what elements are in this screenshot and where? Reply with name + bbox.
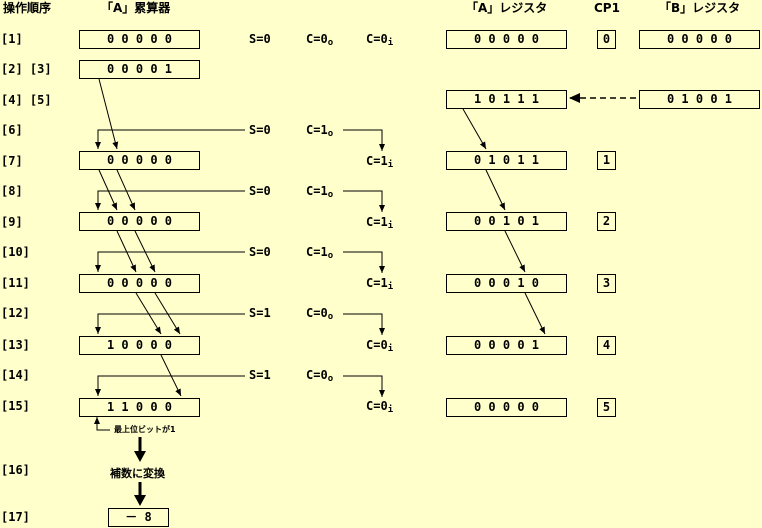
cp1-counter: 1 xyxy=(597,151,616,170)
a-register-value: 1 0 1 1 1 xyxy=(446,90,567,109)
subscript: o xyxy=(327,374,334,384)
cp1-counter: 0 xyxy=(597,30,616,49)
arrow-s-to-msb xyxy=(95,313,245,334)
arrow-s-to-msb xyxy=(95,190,245,210)
header-cp1: CP1 xyxy=(594,1,620,15)
subscript: i xyxy=(387,344,394,354)
carry-out-label: C=1o xyxy=(306,123,334,139)
row-label: [6] xyxy=(1,123,23,137)
row-label: [11] xyxy=(1,276,30,290)
accumulator-value: 1 1 0 0 0 xyxy=(79,398,200,417)
arrow-acc-shift xyxy=(116,169,136,211)
carry-in-label: C=0i xyxy=(366,399,394,415)
sum-bit-label: S=0 xyxy=(249,32,271,46)
carry-out-label: C=1o xyxy=(306,245,334,261)
row-label: [7] xyxy=(1,154,23,168)
accumulator-value: 0 0 0 0 1 xyxy=(79,60,200,79)
a-register-value: 0 0 0 0 0 xyxy=(446,30,567,49)
arrow-areg-shift xyxy=(462,108,487,150)
row-label: [16] xyxy=(1,463,30,477)
sum-bit-label: S=0 xyxy=(249,245,271,259)
row-label: [14] xyxy=(1,368,30,382)
subscript: o xyxy=(327,38,334,48)
arrow-s-to-msb xyxy=(95,375,245,396)
carry-out-label: C=0o xyxy=(306,368,334,384)
subscript: o xyxy=(327,251,334,261)
big-down-arrow-head xyxy=(134,451,146,462)
row-label: [2] [3] xyxy=(1,62,52,76)
subscript: o xyxy=(327,129,334,139)
arrow-carry xyxy=(343,129,385,151)
header-a-accumulator: 「A」累算器 xyxy=(101,1,171,15)
msb-note: 最上位ビットが1 xyxy=(114,425,176,434)
arrow-areg-shift xyxy=(485,169,506,211)
carry-out-label: C=1o xyxy=(306,184,334,200)
big-down-arrow-head xyxy=(134,495,146,506)
row-label: [12] xyxy=(1,306,30,320)
arrow-msb-note xyxy=(94,417,110,431)
subscript: i xyxy=(387,38,394,48)
sum-bit-label: S=0 xyxy=(249,184,271,198)
arrow-s-to-msb xyxy=(95,251,245,272)
accumulator-value: 0 0 0 0 0 xyxy=(79,30,200,49)
sum-bit-label: S=1 xyxy=(249,306,271,320)
row-label: [1] xyxy=(1,32,23,46)
subscript: i xyxy=(387,282,394,292)
row-label: [4] [5] xyxy=(1,93,52,107)
arrow-acc-shift xyxy=(98,169,118,211)
a-register-value: 0 0 0 0 1 xyxy=(446,336,567,355)
carry-in-label: C=1i xyxy=(366,154,394,170)
accumulator-value: 0 0 0 0 0 xyxy=(79,274,200,293)
a-register-value: 0 0 1 0 1 xyxy=(446,212,567,231)
subscript: i xyxy=(387,160,394,170)
a-register-value: 0 0 0 0 0 xyxy=(446,398,567,417)
row-label: [10] xyxy=(1,245,30,259)
carry-in-label: C=0i xyxy=(366,32,394,48)
header-a-register: 「A」レジスタ xyxy=(466,1,548,15)
arrow-carry xyxy=(343,190,385,212)
a-register-value: 0 1 0 1 1 xyxy=(446,151,567,170)
carry-in-label: C=1i xyxy=(366,276,394,292)
b-register-value: 0 1 0 0 1 xyxy=(639,90,760,109)
row-label: [13] xyxy=(1,338,30,352)
a-register-value: 0 0 0 1 0 xyxy=(446,274,567,293)
header-b-register: 「B」レジスタ xyxy=(659,1,741,15)
row-label: [9] xyxy=(1,215,23,229)
carry-in-label: C=1i xyxy=(366,215,394,231)
arrow-carry xyxy=(343,251,385,273)
arrow-s-to-msb xyxy=(95,129,245,149)
subscript: o xyxy=(327,312,334,322)
cp1-counter: 2 xyxy=(597,212,616,231)
accumulator-value: 0 0 0 0 0 xyxy=(79,151,200,170)
result-value: － 8 xyxy=(108,508,169,527)
subscript: i xyxy=(387,405,394,415)
subscript: o xyxy=(327,190,334,200)
arrow-areg-shift xyxy=(504,230,526,273)
carry-out-label: C=0o xyxy=(306,306,334,322)
arrow-carry xyxy=(343,375,385,397)
carry-in-label: C=0i xyxy=(366,338,394,354)
row-label: [8] xyxy=(1,184,23,198)
arrow-areg-shift xyxy=(524,292,546,335)
cp1-counter: 5 xyxy=(597,398,616,417)
complement-note: 補数に変換 xyxy=(110,467,165,480)
sum-bit-label: S=1 xyxy=(249,368,271,382)
cp1-counter: 3 xyxy=(597,274,616,293)
row-label: [15] xyxy=(1,399,30,413)
cp1-counter: 4 xyxy=(597,336,616,355)
sum-bit-label: S=0 xyxy=(249,123,271,137)
header-order: 操作順序 xyxy=(3,1,52,15)
b-register-value: 0 0 0 0 0 xyxy=(639,30,760,49)
row-label: [17] xyxy=(1,510,30,524)
accumulator-value: 1 0 0 0 0 xyxy=(79,336,200,355)
arrow-acc-shift xyxy=(98,78,119,150)
accumulator-value: 0 0 0 0 0 xyxy=(79,212,200,231)
carry-out-label: C=0o xyxy=(306,32,334,48)
subscript: i xyxy=(387,221,394,231)
arrow-carry xyxy=(343,313,385,335)
